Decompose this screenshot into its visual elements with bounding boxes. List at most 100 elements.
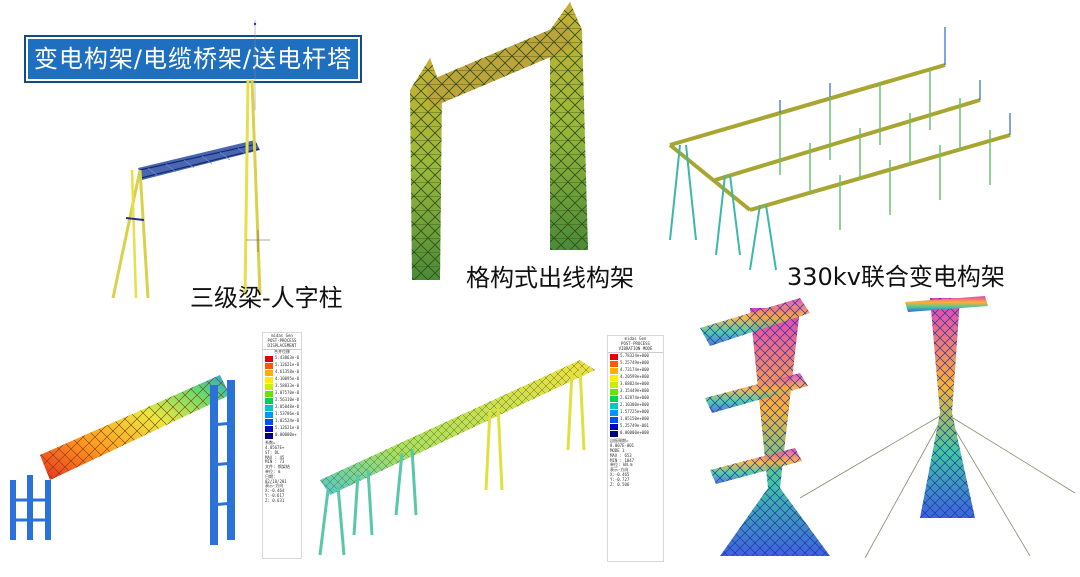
legend-row: 3.15449e+000: [608, 388, 663, 395]
caption-joint-frame: 330kv联合变电构架: [787, 263, 1005, 291]
legend-row: 3.07570e-0: [263, 390, 301, 397]
legend-footer-line: Z: 0.631: [265, 497, 285, 503]
lattice-frame-drawing: [410, 2, 588, 280]
legend-subtitle: 合并位移: [274, 349, 290, 355]
lattice-frame-image: [400, 0, 600, 280]
legend-footer-line: MAX : 653: [610, 452, 632, 458]
transmission-tower-image: [690, 288, 1075, 573]
legend-value: 4.10095e-0: [275, 376, 300, 382]
caption-gate-frame: 三级梁-人字柱: [190, 284, 343, 312]
legend-footer-line: X:-0.465: [610, 471, 630, 477]
legend-row: 5.25749e-001: [608, 423, 663, 430]
legend-row: 5.12621e-0: [263, 425, 301, 432]
legend-swatch: [610, 388, 618, 395]
legend-swatch: [610, 381, 618, 388]
legend-swatch: [610, 416, 618, 423]
legend-value: 1.02524e-0: [275, 418, 300, 424]
legend-swatch: [265, 376, 273, 383]
legend-footer-line: 自振周期=: [610, 438, 629, 444]
legend-row: 5.43863e-0: [263, 355, 301, 362]
legend-footer-line: 日期: 02/18/201: [265, 473, 287, 484]
legend-swatch: [265, 362, 273, 369]
legend-footer-line: Y:-0.727: [610, 476, 630, 482]
legend-footer-line: 表示-方向: [610, 467, 629, 473]
legend-footer-line: 8.007E-001: [610, 443, 635, 449]
legend-swatch: [265, 355, 273, 362]
legend-module: POST-PROCESS: [267, 337, 297, 343]
legend-footer-line: Y:-0.617: [265, 492, 285, 498]
legend-value: 5.43863e-0: [275, 355, 300, 361]
legend-value: 0.00000e+: [275, 432, 297, 438]
legend-row: 5.78324e+000: [608, 353, 663, 360]
legend-row: 5.25749e+000: [608, 360, 663, 367]
legend-footer-line: Z: 0.506: [610, 481, 630, 487]
legend-value: 1.05150e+000: [620, 416, 649, 422]
legend-swatch: [610, 360, 618, 367]
legend-value: 3.07570e-0: [275, 390, 300, 396]
legend-swatch: [610, 423, 618, 430]
legend-footer-line: 4.0567E+: [265, 444, 285, 450]
legend-value: 5.78324e+000: [620, 353, 649, 359]
cable-bridge-displacement-image: [5, 335, 245, 550]
legend-row: 3.68024e+000: [608, 381, 663, 388]
legend-value: 2.56310e-0: [275, 397, 300, 403]
legend-value: 4.20599e+000: [620, 374, 649, 380]
legend-value: 1.53786e-0: [275, 411, 300, 417]
legend-row: 1.53786e-0: [263, 411, 301, 418]
legend-row: 2.56310e-0: [263, 397, 301, 404]
cable-bridge-vibration-image: [310, 350, 600, 560]
legend-value: 3.15449e+000: [620, 388, 649, 394]
legend-row: 4.10095e-0: [263, 376, 301, 383]
legend-row: 2.05048e-0: [263, 404, 301, 411]
legend-footer-line: ST: DL: [265, 449, 280, 455]
legend-footer-line: MODE 1: [610, 447, 625, 453]
legend-row: 4.20599e+000: [608, 374, 663, 381]
legend-footer-line: 单位: m: [265, 468, 281, 474]
legend-swatch: [610, 395, 618, 402]
legend-value: 2.62874e+000: [620, 395, 649, 401]
legend-swatch: [265, 404, 273, 411]
legend-swatch: [265, 390, 273, 397]
legend-row: 1.02524e-0: [263, 418, 301, 425]
legend-footer-line: MIN : 73: [265, 459, 285, 465]
legend-value: 5.25749e+000: [620, 360, 649, 366]
legend-module: POST-PROCESS: [621, 340, 650, 346]
joint-frame-image: [650, 25, 1020, 275]
legend-swatch: [610, 353, 618, 360]
legend-swatch: [265, 432, 273, 439]
legend-swatch: [610, 402, 618, 409]
legend-value: 2.10300e+000: [620, 402, 649, 408]
gate-frame-image: [100, 20, 300, 305]
legend-footer-line: MIN : 1047: [610, 457, 635, 463]
legend-row: 1.05150e+000: [608, 416, 663, 423]
legend-row: 4.73174e+000: [608, 367, 663, 374]
legend-header: midas Gen POST-PROCESS VIBRATION MODE: [608, 336, 663, 354]
legend-value: 0.00000e+000: [620, 430, 649, 436]
legend-value: 4.73174e+000: [620, 367, 649, 373]
transmission-tower-drawing: [700, 296, 1075, 559]
legend-row: 2.10300e+000: [608, 402, 663, 409]
legend-swatch: [265, 383, 273, 390]
legend-value: 4.61358e-0: [275, 369, 300, 375]
legend-swatch: [265, 397, 273, 404]
legend-row: 0.00000e+000: [608, 430, 663, 437]
caption-lattice-frame: 格构式出线构架: [466, 264, 634, 292]
legend-app-name: midas Gen: [271, 333, 293, 338]
cable-bridge-displacement-drawing: [10, 375, 236, 545]
gate-frame-drawing: [111, 20, 270, 299]
legend-footer-line: 单位: kN.m: [610, 462, 633, 468]
page-title: 变电构架/电缆桥架/送电杆塔: [24, 35, 362, 83]
legend-footer-line: MAX : 45: [265, 454, 285, 460]
cable-bridge-vibration-drawing: [318, 360, 595, 556]
legend-row: 4.61358e-0: [263, 369, 301, 376]
legend-footer-line: X:-0.464: [265, 488, 285, 494]
legend-header: midas Gen POST-PROCESS DISPLACEMENT: [263, 333, 301, 351]
legend-value: 3.68024e+000: [620, 381, 649, 387]
legend-row: 3.58833e-0: [263, 383, 301, 390]
legend-app-name: midas Gen: [624, 336, 647, 341]
legend-swatch: [265, 418, 273, 425]
